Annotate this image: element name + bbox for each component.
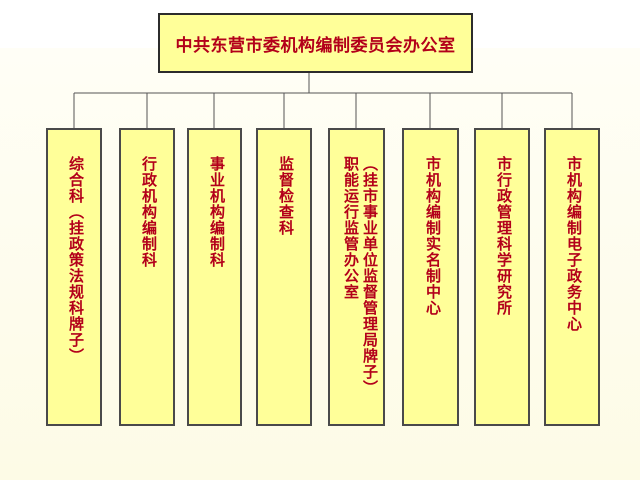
dept-box-public-institution: 事业机构编制科 xyxy=(187,128,242,426)
org-root-box: 中共东营市委机构编制委员会办公室 xyxy=(158,13,473,73)
background-main xyxy=(0,48,640,480)
dept-label-e-government-center: 市机构编制电子政务中心 xyxy=(565,156,583,332)
dept-label-supervision: 监督检查科 xyxy=(277,156,295,236)
dept-box-research-institute: 市行政管理科学研究所 xyxy=(474,128,530,426)
dept-label-general: 综合科（挂政策法规科牌子） xyxy=(67,156,85,364)
dept-box-admin-structure: 行政机构编制科 xyxy=(119,128,175,426)
dept-label-real-name-center: 市机构编制实名制中心 xyxy=(424,156,442,316)
dept-box-general: 综合科（挂政策法规科牌子） xyxy=(46,128,102,426)
dept-box-function-oversight: （挂市事业单位监督管理局牌子）职能运行监管办公室 xyxy=(328,128,385,426)
org-root-title: 中共东营市委机构编制委员会办公室 xyxy=(175,35,456,56)
dept-label-admin-structure: 行政机构编制科 xyxy=(140,156,158,268)
dept-label-function-oversight: （挂市事业单位监督管理局牌子）职能运行监管办公室 xyxy=(342,156,379,396)
dept-label-public-institution: 事业机构编制科 xyxy=(208,156,226,268)
dept-box-real-name-center: 市机构编制实名制中心 xyxy=(402,128,459,426)
dept-box-e-government-center: 市机构编制电子政务中心 xyxy=(544,128,600,426)
dept-label-research-institute: 市行政管理科学研究所 xyxy=(495,156,513,316)
dept-box-supervision: 监督检查科 xyxy=(256,128,312,426)
